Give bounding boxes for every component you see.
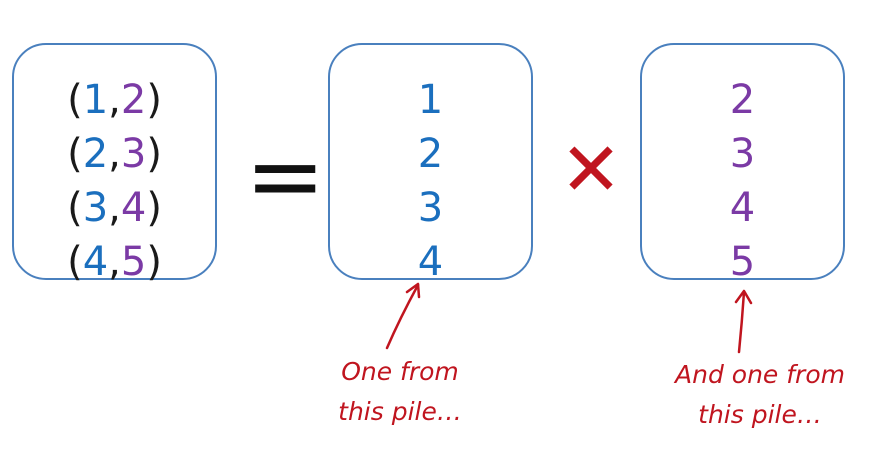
first-pile-list: 1 2 3 4 [330, 73, 531, 289]
first-pile-arrow [385, 282, 421, 350]
second-pile-list: 2 3 4 5 [642, 73, 843, 289]
pair-first-value: 1 [82, 77, 109, 123]
pair-second-value: 3 [120, 131, 147, 177]
pair-row: (2,3) [14, 127, 215, 181]
first-pile-note-line2: this pile… [338, 397, 462, 426]
open-paren: ( [67, 77, 83, 123]
second-pile-value: 5 [729, 239, 756, 285]
second-pile-box: 2 3 4 5 [640, 43, 845, 285]
pair-row: (3,4) [14, 181, 215, 235]
pair-comma: , [108, 131, 121, 177]
first-pile-value: 2 [417, 131, 444, 177]
pair-first-value: 3 [82, 185, 109, 231]
pair-comma: , [108, 239, 121, 285]
pair-second-value: 2 [120, 77, 147, 123]
times-sign: ✕ [560, 127, 623, 213]
open-paren: ( [67, 185, 83, 231]
close-paren: ) [146, 185, 162, 231]
open-paren: ( [67, 239, 83, 285]
pair-comma: , [108, 77, 121, 123]
pairs-box: (1,2) (2,3) (3,4) (4,5) [12, 43, 217, 285]
open-paren: ( [67, 131, 83, 177]
second-pile-value: 3 [729, 131, 756, 177]
pair-comma: , [108, 185, 121, 231]
pair-second-value: 5 [120, 239, 147, 285]
first-pile-value: 3 [417, 185, 444, 231]
pair-row: (4,5) [14, 235, 215, 289]
pair-row: (1,2) [14, 73, 215, 127]
close-paren: ) [146, 239, 162, 285]
pairs-list: (1,2) (2,3) (3,4) (4,5) [14, 73, 215, 289]
close-paren: ) [146, 131, 162, 177]
close-paren: ) [146, 77, 162, 123]
first-pile-note-line1: One from [341, 357, 459, 386]
first-pile-note: One from this pile… [300, 352, 500, 432]
second-pile-arrow [734, 289, 753, 354]
second-pile-note-line1: And one from [675, 360, 845, 389]
pair-first-value: 2 [82, 131, 109, 177]
pair-second-value: 4 [120, 185, 147, 231]
second-pile-note-line2: this pile… [698, 400, 822, 429]
first-pile-box: 1 2 3 4 [328, 43, 533, 285]
equals-sign: = [245, 120, 326, 232]
second-pile-value: 2 [729, 77, 756, 123]
first-pile-value: 1 [417, 77, 444, 123]
first-pile-value: 4 [417, 239, 444, 285]
second-pile-note: And one from this pile… [660, 355, 860, 435]
second-pile-value: 4 [729, 185, 756, 231]
pair-first-value: 4 [82, 239, 109, 285]
